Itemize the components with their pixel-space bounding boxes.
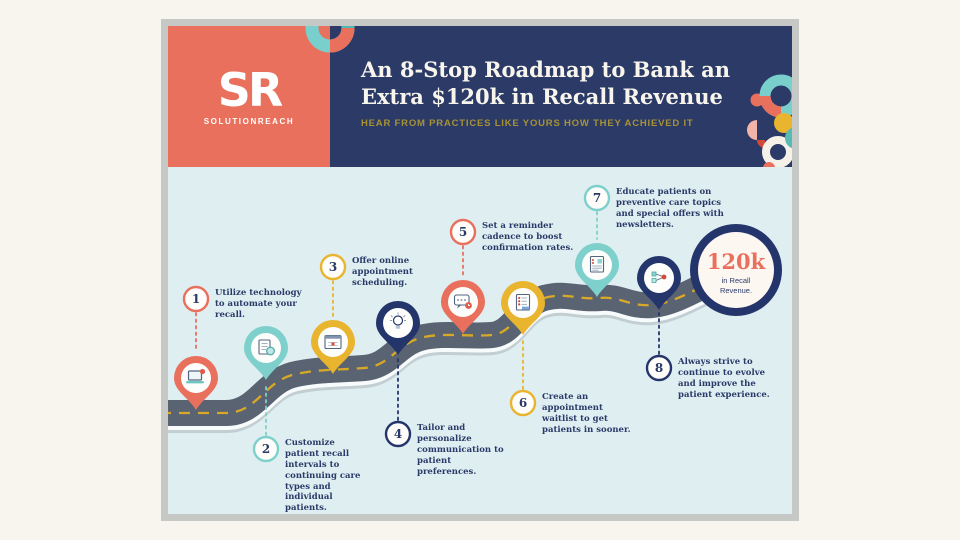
step-text-5: Set a reminder cadence to boost confirma… <box>482 221 574 253</box>
map-pin-8 <box>637 256 681 310</box>
step-badge-8: 8 <box>645 354 673 382</box>
map-pin-5 <box>441 280 485 334</box>
infographic-card: SR SOLUTIONREACH An 8-Stop Roadmap to Ba… <box>161 19 799 521</box>
step-number-8: 8 <box>655 361 663 375</box>
step-badge-2: 2 <box>252 435 280 463</box>
goal-caption-line1: in Recall <box>722 276 751 285</box>
document-search-icon <box>258 339 275 356</box>
page-title-line1: An 8-Stop Roadmap to Bank an <box>361 57 731 82</box>
step-badge-7: 7 <box>583 184 611 212</box>
calendar-icon <box>324 334 342 350</box>
title-block: An 8-Stop Roadmap to Bank an Extra $120k… <box>330 26 792 167</box>
roadmap-body: 120k in Recall Revenue. <box>168 167 792 514</box>
step-number-1: 1 <box>192 292 200 306</box>
lightbulb-icon <box>390 312 406 329</box>
step-badge-5: 5 <box>449 218 477 246</box>
page-title-line2: Extra $120k in Recall Revenue <box>361 84 723 109</box>
goal-circle: 120k in Recall Revenue. <box>690 224 782 316</box>
step-text-7: Educate patients on preventive care topi… <box>616 187 724 230</box>
map-pin-1 <box>174 356 218 410</box>
laptop-icon <box>186 368 206 384</box>
road-center-line <box>168 269 737 415</box>
step-text-3: Offer online appointment scheduling. <box>352 256 413 288</box>
step-number-3: 3 <box>329 260 337 274</box>
brand-name: SOLUTIONREACH <box>203 117 295 126</box>
map-pin-3 <box>311 320 355 374</box>
map-pin-2 <box>244 326 288 380</box>
goal-value: 120k <box>707 249 766 274</box>
sr-logo: SR <box>217 63 284 117</box>
step-text-6: Create an appointment waitlist to get pa… <box>542 392 631 435</box>
step-number-6: 6 <box>519 396 527 410</box>
step-number-4: 4 <box>394 427 402 441</box>
newsletter-icon <box>589 255 605 273</box>
step-text-1: Utilize technology to automate your reca… <box>215 288 302 320</box>
step-number-7: 7 <box>593 191 601 205</box>
step-badges: 1 2 3 4 5 <box>182 184 673 463</box>
step-text-4: Tailor and personalize communication to … <box>417 423 504 477</box>
step-badge-6: 6 <box>509 389 537 417</box>
step-number-2: 2 <box>262 442 270 456</box>
map-pin-6 <box>501 281 545 335</box>
waitlist-icon <box>515 293 531 311</box>
step-text-2: Customize patient recall intervals to co… <box>285 438 361 514</box>
step-badge-4: 4 <box>384 420 412 448</box>
header: SR SOLUTIONREACH An 8-Stop Roadmap to Ba… <box>168 26 792 167</box>
step-badge-1: 1 <box>182 285 210 313</box>
roadmap-graphic: 120k in Recall Revenue. <box>168 184 782 463</box>
goal-caption-line2: Revenue. <box>720 286 752 295</box>
map-pin-7 <box>575 243 619 297</box>
chat-reminder-icon <box>453 294 472 309</box>
step-badge-3: 3 <box>319 253 347 281</box>
page-subtitle: HEAR FROM PRACTICES LIKE YOURS HOW THEY … <box>361 118 694 129</box>
workflow-icon <box>651 271 667 283</box>
step-number-5: 5 <box>459 225 467 239</box>
logo-block: SR SOLUTIONREACH <box>168 26 330 167</box>
road <box>168 258 742 433</box>
step-text-8: Always strive to continue to evolve and … <box>678 357 770 400</box>
dotted-connectors <box>195 211 660 436</box>
map-pin-4 <box>376 301 420 355</box>
